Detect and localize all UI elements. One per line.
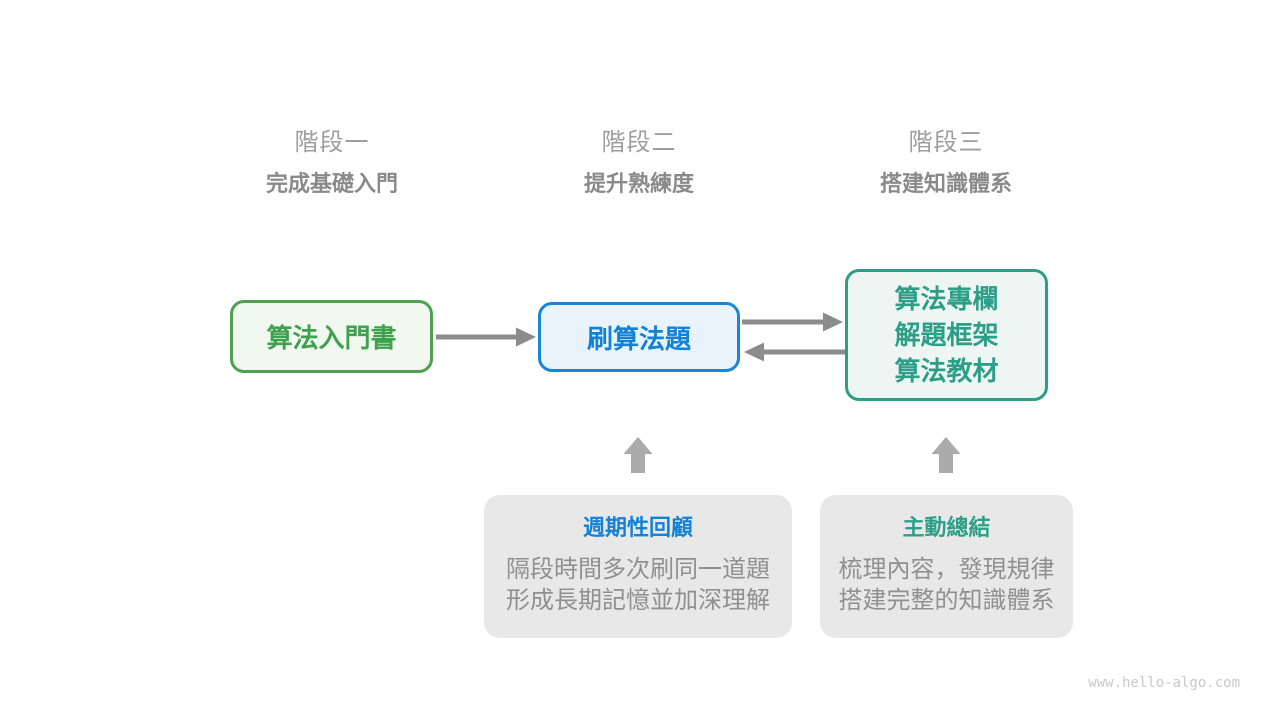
- callout-periodic-review: 週期性回顧 隔段時間多次刷同一道題 形成長期記憶並加深理解: [484, 495, 792, 638]
- up-arrow-icon: [623, 437, 653, 473]
- stage-2-header: 階段二 提升熟練度: [489, 126, 789, 199]
- node-practice: 刷算法題: [538, 302, 740, 372]
- stage-1-number: 階段一: [294, 129, 370, 156]
- node-resources-line-3: 算法教材: [894, 356, 999, 386]
- stage-3-number: 階段三: [908, 129, 984, 156]
- left-arrow-icon: [744, 342, 845, 362]
- callout-review-body-line-1: 隔段時間多次刷同一道題: [506, 556, 770, 583]
- stage-2-subtitle: 提升熟練度: [583, 171, 694, 196]
- callout-active-summary-title: 主動總結: [902, 515, 991, 540]
- stage-1-header: 階段一 完成基礎入門: [182, 126, 482, 199]
- callout-periodic-review-body: 隔段時間多次刷同一道題 形成長期記憶並加深理解: [484, 554, 792, 616]
- stage-2-number: 階段二: [601, 129, 677, 156]
- node-resources-line-1: 算法專欄: [894, 284, 999, 314]
- up-arrow-icon: [931, 437, 961, 473]
- node-intro-book-label: 算法入門書: [266, 323, 397, 353]
- node-intro-book: 算法入門書: [230, 300, 433, 373]
- stage-3-subtitle: 搭建知識體系: [879, 171, 1012, 196]
- callout-active-summary: 主動總結 梳理內容，發現規律 搭建完整的知識體系: [820, 495, 1073, 638]
- site-watermark: www.hello-algo.com: [1088, 675, 1240, 691]
- stage-1-subtitle: 完成基礎入門: [265, 171, 398, 196]
- callout-periodic-review-title: 週期性回顧: [582, 515, 693, 540]
- node-resources-line-2: 解題框架: [894, 320, 999, 350]
- node-practice-label: 刷算法題: [586, 323, 691, 354]
- callout-summary-body-line-2: 搭建完整的知識體系: [838, 587, 1055, 614]
- callout-review-body-line-2: 形成長期記憶並加深理解: [506, 587, 770, 614]
- stage-3-header: 階段三 搭建知識體系: [796, 126, 1096, 199]
- right-arrow-icon: [742, 312, 843, 332]
- node-resources: 算法專欄 解題框架 算法教材: [845, 269, 1048, 401]
- callout-active-summary-body: 梳理內容，發現規律 搭建完整的知識體系: [820, 554, 1073, 616]
- callout-summary-body-line-1: 梳理內容，發現規律: [838, 556, 1055, 583]
- right-arrow-icon: [436, 327, 536, 347]
